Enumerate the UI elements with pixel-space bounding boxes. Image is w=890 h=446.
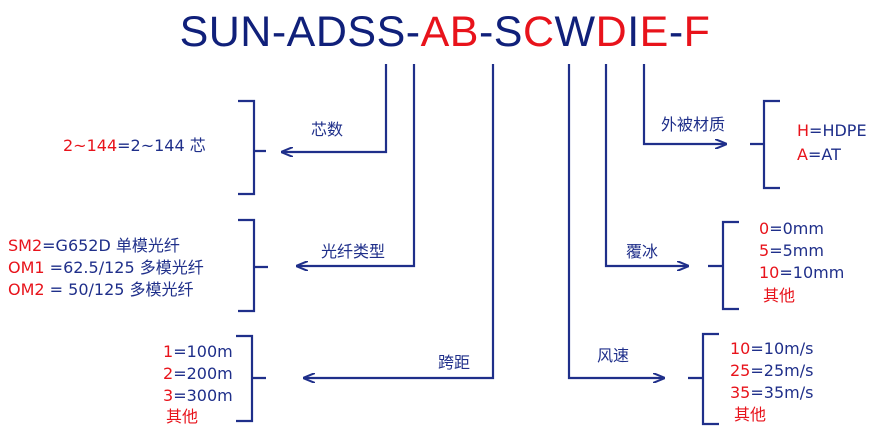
option-code: 10 xyxy=(759,263,780,282)
option-desc: =HDPE xyxy=(809,121,867,140)
option-code: 2 xyxy=(163,364,174,383)
option-code: A xyxy=(797,145,808,164)
bracket-fiber-type xyxy=(238,218,268,313)
option-code: OM1 xyxy=(8,258,45,277)
option-code: 其他 xyxy=(166,407,199,426)
option-fiber-type: OM2 = 50/125 多模光纤 xyxy=(8,280,194,300)
option-code: 35 xyxy=(730,383,751,402)
label-fiber-count: 芯数 xyxy=(311,120,344,139)
option-desc: =200m xyxy=(173,364,233,383)
option-sheath: A=AT xyxy=(797,145,841,165)
option-code: 5 xyxy=(759,241,770,260)
option-desc: =25m/s xyxy=(750,361,814,380)
title-part: F xyxy=(683,8,711,56)
option-wind: 35=35m/s xyxy=(730,383,813,403)
option-wind: 25=25m/s xyxy=(730,361,813,381)
label-fiber-type: 光纤类型 xyxy=(321,242,386,261)
option-desc: =G652D 单模光纤 xyxy=(42,236,180,255)
option-fiber-count: 2~144=2~144 芯 xyxy=(63,136,206,156)
title-part: - xyxy=(668,8,684,56)
title-part: W xyxy=(554,8,596,56)
option-code: SM2 xyxy=(8,236,43,255)
option-desc: =0mm xyxy=(769,219,824,238)
label-sheath: 外被材质 xyxy=(661,115,726,134)
option-span: 3=300m xyxy=(163,386,233,406)
option-desc: =2~144 芯 xyxy=(117,136,206,155)
option-desc: =AT xyxy=(807,145,841,164)
connector-fiber-type xyxy=(297,64,416,266)
title-part: D xyxy=(595,8,628,56)
option-span: 1=100m xyxy=(163,342,233,362)
bracket-span xyxy=(236,334,266,423)
option-ice: 其他 xyxy=(763,286,795,306)
connector-wind xyxy=(567,64,664,378)
title-part: E xyxy=(639,8,669,56)
option-code: 25 xyxy=(730,361,751,380)
title-part: C xyxy=(522,8,555,56)
connector-fiber-count xyxy=(282,64,388,152)
title-part: SUN-ADSS- xyxy=(179,8,421,56)
option-code: 10 xyxy=(730,339,751,358)
option-desc: =300m xyxy=(173,386,233,405)
option-desc: = 50/125 多模光纤 xyxy=(44,280,194,299)
model-code-title: SUN-ADSS-AB-SCWDIE-F xyxy=(0,8,890,57)
option-desc: =100m xyxy=(173,342,233,361)
bracket-sheath xyxy=(750,99,780,190)
connector-span xyxy=(304,64,495,378)
option-sheath: H=HDPE xyxy=(797,121,867,141)
title-part: I xyxy=(627,8,640,56)
label-wind: 风速 xyxy=(597,346,630,365)
title-part: AB xyxy=(420,8,479,56)
option-span: 2=200m xyxy=(163,364,233,384)
option-desc: =10mm xyxy=(779,263,845,282)
option-span: 其他 xyxy=(166,407,198,427)
option-desc: =35m/s xyxy=(750,383,814,402)
label-span: 跨距 xyxy=(438,353,471,372)
option-fiber-type: SM2=G652D 单模光纤 xyxy=(8,236,180,256)
option-code: 3 xyxy=(163,386,174,405)
option-code: 0 xyxy=(759,219,770,238)
option-desc: =5mm xyxy=(769,241,824,260)
option-ice: 10=10mm xyxy=(759,263,844,283)
option-ice: 5=5mm xyxy=(759,241,824,261)
connector-ice xyxy=(604,64,688,266)
bracket-wind xyxy=(688,332,719,426)
option-code: 1 xyxy=(163,342,174,361)
label-ice: 覆冰 xyxy=(626,242,659,261)
option-code: 其他 xyxy=(763,286,796,305)
option-code: 其他 xyxy=(734,405,767,424)
option-desc: =62.5/125 多模光纤 xyxy=(44,258,204,277)
option-fiber-type: OM1 =62.5/125 多模光纤 xyxy=(8,258,204,278)
bracket-ice xyxy=(708,220,739,311)
bracket-fiber-count xyxy=(238,99,266,196)
option-wind: 其他 xyxy=(734,405,766,425)
option-desc: =10m/s xyxy=(750,339,814,358)
option-code: H xyxy=(797,121,810,140)
option-code: OM2 xyxy=(8,280,45,299)
connector-sheath xyxy=(642,64,726,144)
title-part: -S xyxy=(478,8,523,56)
option-ice: 0=0mm xyxy=(759,219,824,239)
option-code: 2~144 xyxy=(63,136,118,155)
option-wind: 10=10m/s xyxy=(730,339,813,359)
